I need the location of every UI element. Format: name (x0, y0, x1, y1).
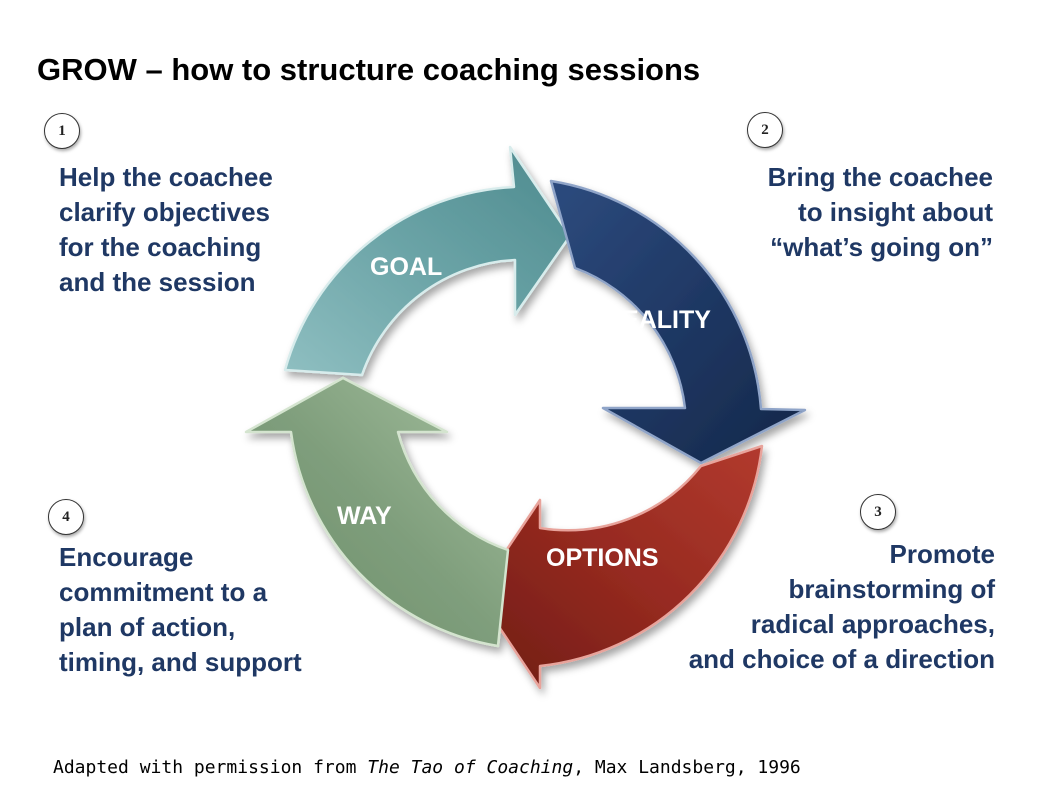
reality-label: REALITY (604, 306, 711, 334)
page-title: GROW – how to structure coaching session… (37, 52, 701, 87)
step-4-description: Encourage commitment to a plan of action… (59, 540, 302, 680)
source-citation: Adapted with permission from The Tao of … (53, 757, 801, 778)
step-4-line: plan of action, (59, 612, 236, 642)
step-2-line: to insight about (798, 197, 993, 227)
options-arrow (475, 444, 764, 690)
step-2-line: Bring the coachee (767, 162, 993, 192)
step-4-line: commitment to a (59, 577, 268, 607)
step-1-line: and the session (59, 267, 256, 297)
step-2-line: “what’s going on” (770, 232, 993, 262)
step-3-line: and choice of a direction (688, 644, 995, 674)
step-1-description: Help the coachee clarify objectives for … (59, 160, 273, 300)
step-1-line: Help the coachee (59, 162, 273, 192)
source-book-title: The Tao of Coaching (367, 757, 574, 778)
step-1-line: for the coaching (59, 232, 262, 262)
source-suffix: , Max Landsberg, 1996 (573, 757, 801, 778)
options-label: OPTIONS (546, 544, 659, 572)
step-1-line: clarify objectives (59, 197, 270, 227)
step-2-number-badge: 2 (747, 112, 783, 148)
step-3-description: Promote brainstorming of radical approac… (689, 537, 995, 677)
step-4-line: Encourage (59, 542, 194, 572)
step-1-number-badge: 1 (44, 113, 80, 149)
step-3-line: brainstorming of (788, 574, 995, 604)
goal-arrow (283, 145, 572, 377)
source-prefix: Adapted with permission from (53, 757, 368, 778)
goal-label: GOAL (370, 253, 442, 281)
step-2-description: Bring the coachee to insight about “what… (768, 160, 993, 265)
step-3-line: radical approaches, (750, 609, 995, 639)
step-4-line: timing, and support (59, 647, 302, 677)
step-3-line: Promote (889, 539, 995, 569)
reality-arrow (549, 179, 807, 465)
way-label: WAY (337, 502, 392, 530)
step-3-number-badge: 3 (860, 494, 896, 530)
step-4-number-badge: 4 (48, 499, 84, 535)
way-arrow (244, 376, 510, 648)
